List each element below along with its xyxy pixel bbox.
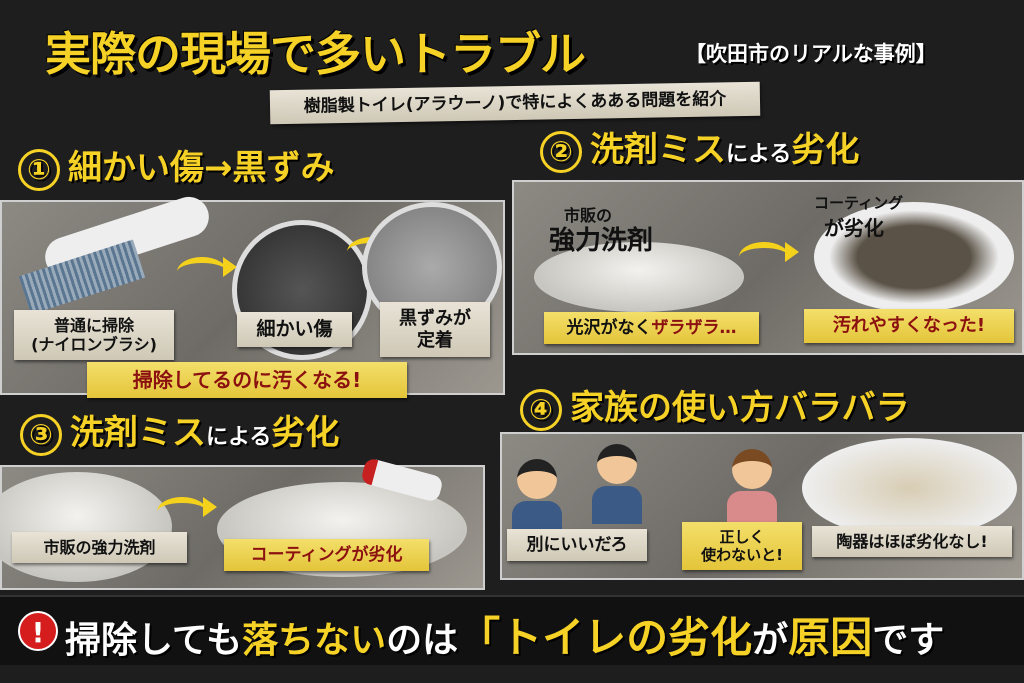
title-suffix: 【吹田市のリアルな事例】 [685,42,937,66]
panel2-title-small: による [726,142,792,167]
panel2-title-end: 劣化 [791,130,860,170]
man-avatar [512,459,562,539]
label-rough-red: ザラザラ… [651,318,737,338]
woman-avatar [727,449,777,529]
panel2-number: ② [540,130,582,173]
toilet-lid-image [534,242,744,312]
damaged-toilet-image [814,202,1014,312]
panel2-content: 市販の 強力洗剤 コーティング が劣化 光沢がなくザラザラ… 汚れやすくなった! [512,180,1024,355]
caption-coating: コーティング [814,194,904,212]
toilet-image [0,472,172,582]
panel1-content: 普通に掃除 (ナイロンブラシ) 細かい傷 黒ずみが 定着 掃除してるのに汚くなる… [0,191,505,398]
ceramic-toilet-image [802,438,1017,538]
panel1-title: 細かい傷→黒ずみ [68,148,335,188]
label-stains-settle: 黒ずみが 定着 [380,302,490,358]
label-coating-degraded: コーティングが劣化 [224,539,429,572]
panel3-title-small: による [206,425,272,450]
panel4-title: 家族の使い方バラバラ [570,388,910,428]
panel2-title: 洗剤ミス [590,130,726,170]
footer-text1: 掃除しても [65,620,243,661]
footer-text4: 「トイレの劣化 [458,613,753,662]
panel3-number: ③ [20,413,62,456]
footer-banner [0,595,1024,665]
panel4-number: ④ [520,388,562,431]
label-fine-scratches: 細かい傷 [237,312,352,347]
caption-degraded: が劣化 [824,216,884,240]
label-easy-dirty: 汚れやすくなった! [804,309,1014,343]
banner-dirty: 掃除してるのに汚くなる! [87,362,407,398]
arrow-icon [739,242,799,272]
panel3-title-end: 劣化 [271,413,340,453]
caption-commercial: 市販の [564,206,613,225]
arrow-icon [177,257,237,287]
footer-text7: です [872,620,945,661]
page-title: 実際の現場で多いトラブル [45,27,586,81]
label-use-properly: 正しく 使わないと! [682,522,802,570]
panel3-title: 洗剤ミス [70,413,206,453]
footer-message: 掃除しても落ちないのは「トイレの劣化が原因です [65,604,944,665]
label-rough: 光沢がなくザラザラ… [544,312,759,345]
footer-text3: のは [386,620,459,661]
footer-text2: 落ちない [242,620,387,661]
panel4-content: 別にいいだろ 正しく 使わないと! 陶器はほぼ劣化なし! [500,432,1024,580]
caption-strong-detergent: 強力洗剤 [549,226,654,256]
label-doesnt-matter: 別にいいだろ [507,529,647,562]
arrow-icon [157,497,217,527]
label-rough-prefix: 光沢がなく [566,318,652,338]
subtitle-tape: 樹脂製トイレ(アラウーノ)で特によくあある問題を紹介 [269,81,761,125]
exclamation-icon: ! [18,611,58,651]
panel3-content: 市販の強力洗剤 コーティングが劣化 [0,457,485,590]
footer-text5: が [752,620,789,661]
label-normal-cleaning: 普通に掃除 (ナイロンブラシ) [14,310,174,361]
panel1-number: ① [18,148,60,191]
footer-text6: 原因 [788,613,873,662]
boy-avatar [592,444,642,524]
label-strong-detergent: 市販の強力洗剤 [12,532,187,564]
label-ceramic-no-degradation: 陶器はほぼ劣化なし! [812,526,1012,558]
